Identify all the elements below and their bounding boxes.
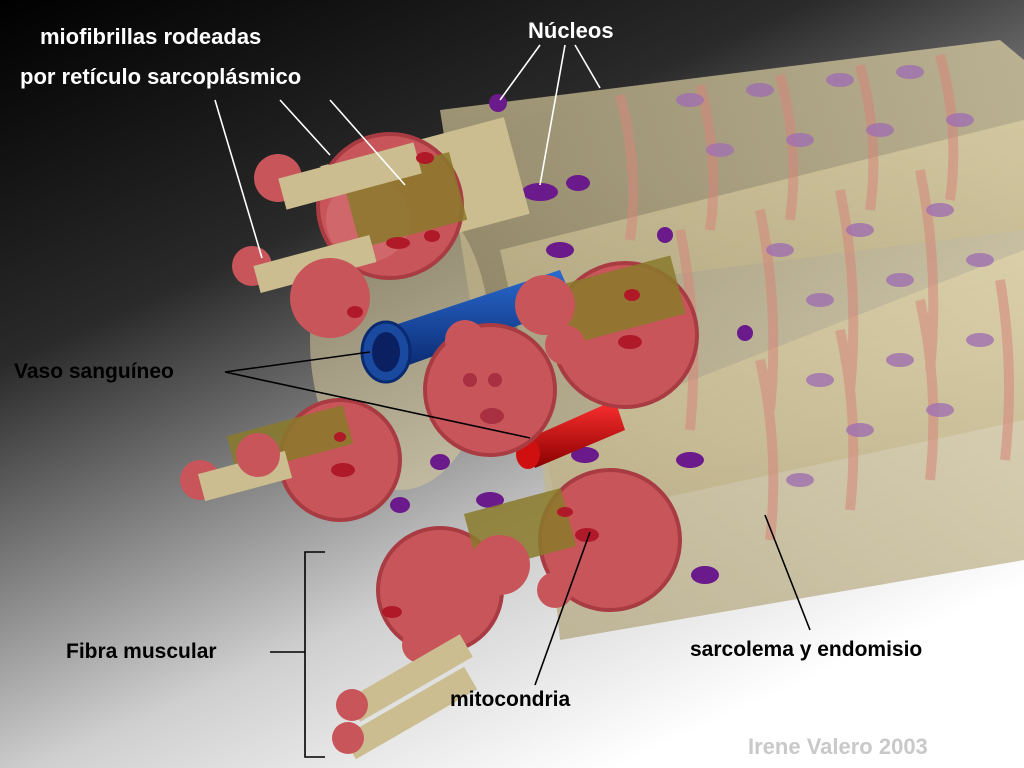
label-nuclei: Núcleos bbox=[528, 18, 614, 43]
leader-vessel bbox=[224, 351, 531, 439]
nuclei-front bbox=[390, 94, 753, 584]
label-muscle-fiber: Fibra muscular bbox=[66, 640, 217, 663]
label-mitochondria: mitocondria bbox=[450, 688, 571, 711]
label-blood-vessel: Vaso sanguíneo bbox=[14, 360, 174, 383]
nuclei-group bbox=[676, 65, 994, 487]
leader-sarcolemma bbox=[764, 514, 811, 631]
bracket-fibra bbox=[270, 551, 325, 758]
leader-lines bbox=[214, 44, 811, 758]
label-sarcolemma: sarcolema y endomisio bbox=[690, 638, 923, 661]
credit-text: Irene Valero 2003 bbox=[748, 734, 928, 759]
label-myofibrils-line1: miofibrillas rodeadas bbox=[40, 24, 262, 49]
myofibrils bbox=[180, 117, 699, 760]
leader-mitochondria bbox=[534, 531, 591, 686]
striations bbox=[615, 53, 1014, 541]
leader-nuclei bbox=[499, 44, 601, 186]
leader-myofibrils bbox=[214, 99, 406, 259]
mitochondria-group bbox=[331, 152, 642, 618]
label-myofibrils-line2: por retículo sarcoplásmico bbox=[20, 64, 302, 89]
